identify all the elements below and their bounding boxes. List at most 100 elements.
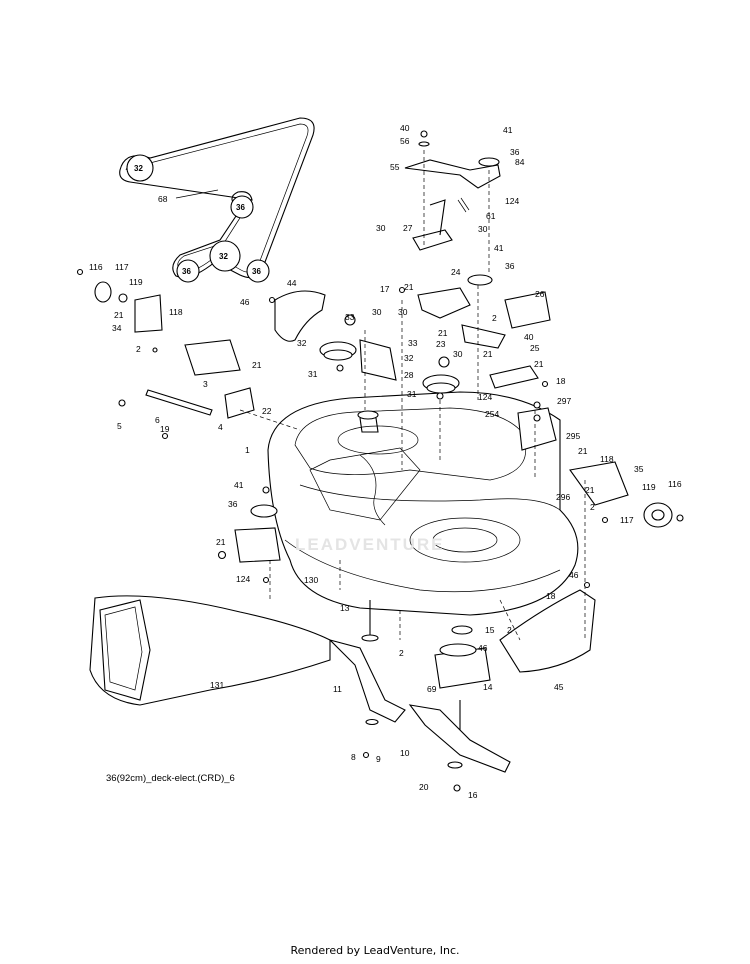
assembly-guide-lines (239, 150, 586, 641)
part-label: 30 (478, 224, 488, 234)
part-label: 32 (297, 338, 307, 348)
footer-credit: Rendered by LeadVenture, Inc. (290, 944, 460, 957)
idler-bracket-assembly (359, 130, 551, 389)
part-label: 31 (308, 369, 318, 379)
part-label: 2 (136, 344, 141, 354)
fasteners (76, 268, 684, 792)
part-label: 41 (494, 243, 504, 253)
belt-pulley-label: 36 (252, 267, 261, 276)
part-label: 21 (404, 282, 414, 292)
part-label: 18 (546, 591, 556, 601)
part-label: 254 (485, 409, 499, 419)
part-label: 36 (228, 499, 238, 509)
part-label: 21 (114, 310, 124, 320)
part-label: 21 (252, 360, 262, 370)
pulley-36-icon (246, 259, 270, 283)
part-label: 44 (287, 278, 297, 288)
mower-blades (328, 638, 511, 773)
part-label: 33 (408, 338, 418, 348)
part-label: 13 (340, 603, 350, 613)
part-label: 56 (400, 136, 410, 146)
part-label: 116 (89, 262, 103, 272)
part-label: 18 (556, 376, 566, 386)
part-label: 2 (399, 648, 404, 658)
part-label: 117 (620, 515, 634, 525)
part-label: 41 (503, 125, 513, 135)
part-label: 26 (535, 289, 545, 299)
pulley-36-icon (176, 259, 200, 283)
part-label: 40 (524, 332, 534, 342)
part-label: 5 (117, 421, 122, 431)
belt-pulley-label: 32 (219, 252, 228, 261)
part-label: 84 (515, 157, 525, 167)
part-label: 22 (262, 406, 272, 416)
part-label: 41 (234, 480, 244, 490)
part-label: 35 (634, 464, 644, 474)
belt-cover-right (499, 589, 596, 673)
part-label: 21 (483, 349, 493, 359)
part-label: 3 (203, 379, 208, 389)
watermark: LEADVENTURE (295, 535, 445, 554)
drive-belt-assembly: 32 36 32 36 36 (119, 117, 315, 283)
part-label: 131 (210, 680, 224, 690)
belt-cover-left (274, 290, 326, 342)
deck-pulleys (250, 314, 460, 518)
belt-pulley-label: 36 (236, 203, 245, 212)
part-number-labels: 40 41 56 36 84 55 124 61 27 30 30 41 36 … (89, 123, 682, 800)
part-label: 21 (216, 537, 226, 547)
part-label: 14 (483, 682, 493, 692)
part-label: 8 (351, 752, 356, 762)
part-label: 55 (390, 162, 400, 172)
part-label: 297 (557, 396, 571, 406)
part-label: 1 (245, 445, 250, 455)
part-label: 23 (436, 339, 446, 349)
part-label: 124 (236, 574, 250, 584)
part-label: 17 (380, 284, 390, 294)
part-label: 11 (333, 684, 342, 694)
part-label: 15 (485, 625, 495, 635)
lower-left-bracket (234, 527, 281, 563)
pulley-32-icon (209, 240, 241, 272)
part-label: 30 (453, 349, 463, 359)
part-label: 61 (486, 211, 496, 221)
part-label: 124 (505, 196, 519, 206)
part-label: 2 (590, 502, 595, 512)
part-label: 68 (158, 194, 168, 204)
part-label: 21 (438, 328, 448, 338)
part-label: 34 (112, 323, 122, 333)
part-label: 30 (398, 307, 408, 317)
part-label: 4 (218, 422, 223, 432)
belt-pulley-label: 32 (134, 164, 143, 173)
part-label: 46 (240, 297, 250, 307)
part-label: 10 (400, 748, 410, 758)
part-label: 30 (372, 307, 382, 317)
part-label: 31 (407, 389, 417, 399)
diagram-caption: 36(92cm)_deck-elect.(CRD)_6 (106, 773, 235, 784)
part-label: 19 (160, 424, 170, 434)
belt-pulley-label: 36 (182, 267, 191, 276)
part-label: 28 (404, 370, 414, 380)
part-label: 2 (492, 313, 497, 323)
part-label: 119 (642, 482, 656, 492)
spindle-assembly (361, 600, 491, 730)
part-label: 21 (585, 485, 595, 495)
part-label: 25 (530, 343, 540, 353)
part-label: 130 (304, 575, 318, 585)
left-wheel-assembly (94, 281, 255, 419)
part-label: 119 (129, 277, 143, 287)
pulley-36-icon (230, 195, 254, 219)
part-label: 40 (400, 123, 410, 133)
part-label: 124 (478, 392, 492, 402)
part-label: 6 (155, 415, 160, 425)
part-label: 20 (419, 782, 429, 792)
part-label: 36 (505, 261, 515, 271)
deck-housing (267, 391, 579, 616)
part-label: 21 (534, 359, 544, 369)
part-label: 118 (600, 454, 614, 464)
part-label: 36 (510, 147, 520, 157)
pulley-32-icon (126, 154, 154, 182)
part-label: 32 (404, 353, 414, 363)
right-wheel-assembly (517, 407, 673, 528)
part-label: 45 (554, 682, 564, 692)
